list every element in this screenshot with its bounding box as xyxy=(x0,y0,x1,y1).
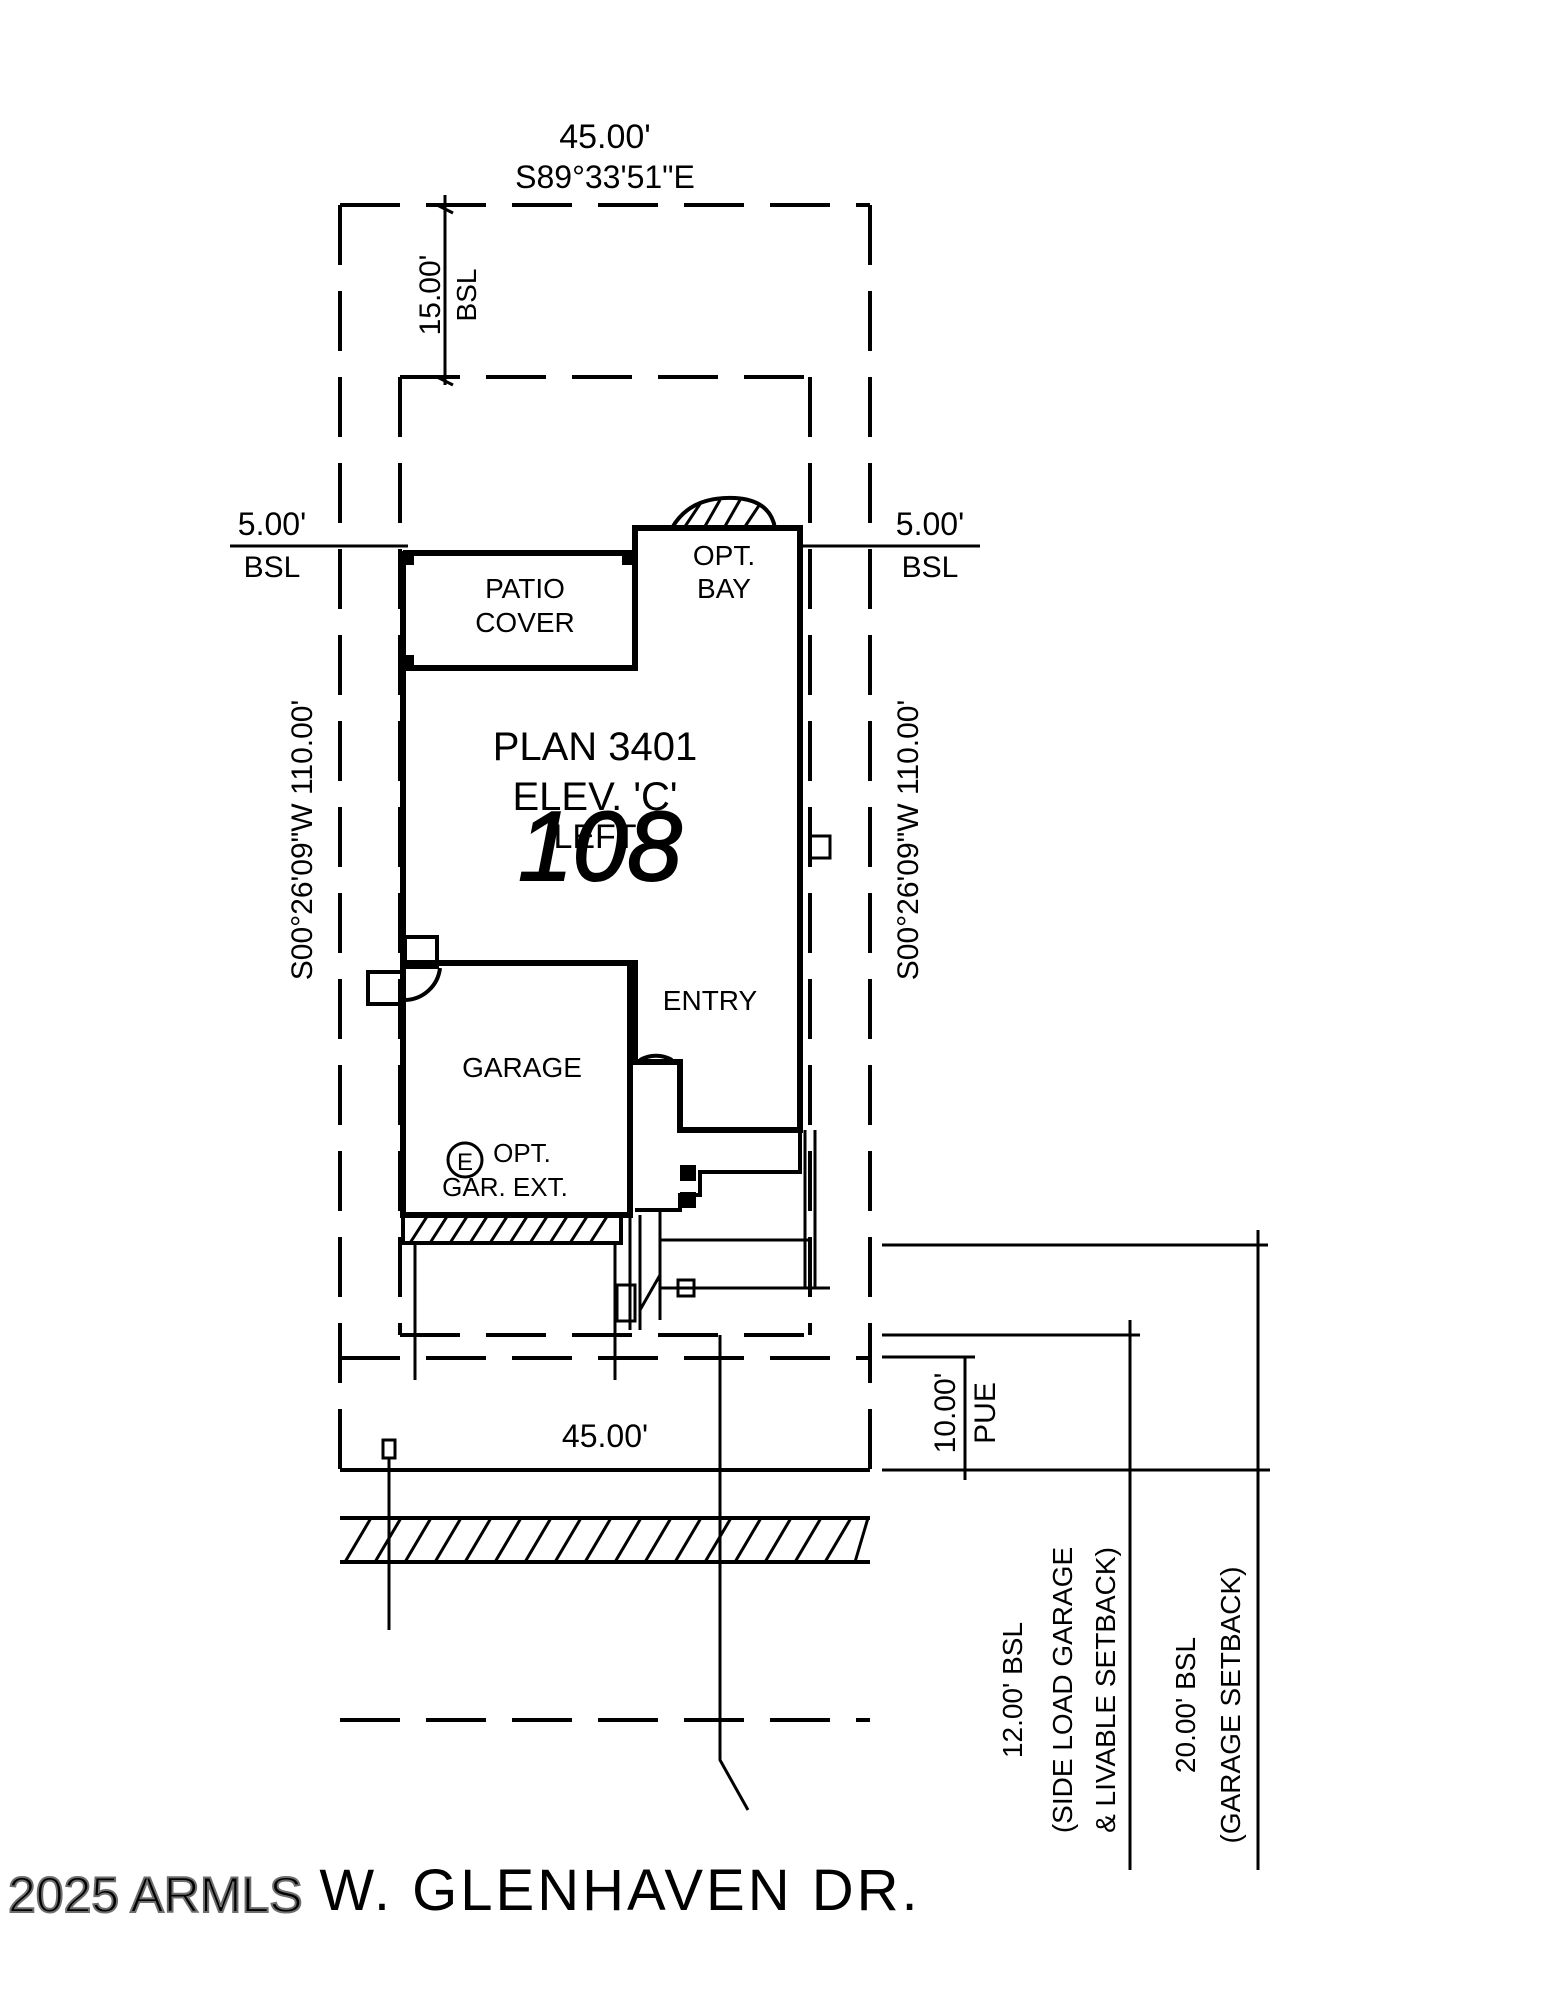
curb-hatch-stroke xyxy=(343,1517,373,1563)
post-1 xyxy=(400,551,414,565)
garage-side-door-swing xyxy=(404,967,442,1002)
utility-box-2 xyxy=(676,1278,696,1298)
curb-hatch-stroke xyxy=(613,1517,643,1563)
left-bearing-label: S00°26'09"W 110.00' xyxy=(286,700,319,980)
rear-setback-tick-bottom xyxy=(436,375,454,387)
gx-hatch-9 xyxy=(568,1214,590,1244)
curb-hatch-stroke xyxy=(433,1517,463,1563)
patio-label-1: PATIO xyxy=(485,573,565,604)
curb-hatch-stroke xyxy=(523,1517,553,1563)
curb-hatch-stroke xyxy=(643,1517,673,1563)
curb-hatch-stroke xyxy=(493,1517,523,1563)
driveway-lines xyxy=(381,1130,830,1811)
curb-hatch xyxy=(340,1516,870,1564)
garage-setback-distance-label: 20.00' BSL xyxy=(1170,1637,1201,1773)
curb-hatch-stroke xyxy=(463,1517,493,1563)
garage-side-door-frame xyxy=(403,935,439,969)
gx-hatch-2 xyxy=(428,1214,450,1244)
garage-extension-outline xyxy=(401,1213,623,1245)
porch-step-outline xyxy=(635,1130,802,1212)
rear-setback-bsl-label: BSL xyxy=(451,269,482,322)
rear-setback-distance-label: 15.00' xyxy=(414,255,447,336)
curb-hatch-stroke xyxy=(403,1517,433,1563)
post-5 xyxy=(680,1192,696,1208)
curb-hatch-stroke xyxy=(763,1517,793,1563)
garage-side-door-step xyxy=(366,970,406,1006)
optional-bay-arc xyxy=(670,495,777,530)
curb-hatch-stroke xyxy=(793,1517,823,1563)
right-setback-distance-label: 5.00' xyxy=(896,506,964,542)
curb-hatch-stroke xyxy=(673,1517,703,1563)
rear-setback-tick-top xyxy=(436,203,454,215)
elevation-label: ELEV. 'C' xyxy=(513,775,678,819)
garage-ext-label-1: OPT. xyxy=(493,1138,551,1168)
side-load-label-2: (SIDE LOAD GARAGE xyxy=(1047,1547,1078,1833)
lot-boundary xyxy=(338,203,872,1472)
garage-label: GARAGE xyxy=(462,1052,582,1083)
bottom-distance-label: 45.00' xyxy=(562,1418,648,1454)
handing-label: LEFT xyxy=(553,818,636,856)
bay-hatch-3 xyxy=(722,499,742,529)
gx-hatch-5 xyxy=(488,1214,510,1244)
bay-hatch-1 xyxy=(682,503,702,529)
left-setback-bsl-label: BSL xyxy=(244,551,301,584)
top-distance-label: 45.00' xyxy=(559,118,651,156)
post-3 xyxy=(400,655,414,669)
post-2 xyxy=(622,551,636,565)
bay-label-1: OPT. xyxy=(693,540,755,571)
gx-hatch-6 xyxy=(508,1214,530,1244)
street-name-label: W. GLENHAVEN DR. xyxy=(319,1858,920,1923)
entry-label: ENTRY xyxy=(663,985,758,1016)
curb-hatch-stroke xyxy=(553,1517,583,1563)
side-load-label-3: & LIVABLE SETBACK) xyxy=(1090,1547,1121,1833)
right-bearing-label: S00°26'09"W 110.00' xyxy=(892,700,925,980)
top-bearing-label: S89°33'51"E xyxy=(515,159,695,195)
pue-distance-label: 10.00' xyxy=(929,1373,962,1454)
curb-hatch-stroke xyxy=(823,1517,853,1563)
post-4 xyxy=(680,1165,696,1181)
walk-line-8 xyxy=(638,1274,662,1311)
entry-door-swing xyxy=(639,1053,673,1062)
meter-box xyxy=(808,834,832,860)
pue-label: PUE xyxy=(969,1382,1002,1444)
watermark-text: 2025 ARMLS xyxy=(8,1867,303,1923)
curb-hatch-strokes xyxy=(343,1517,870,1563)
left-setback-distance-label: 5.00' xyxy=(238,506,306,542)
curb-hatch-stroke xyxy=(733,1517,763,1563)
gx-hatch-1 xyxy=(408,1214,430,1244)
right-setback-bsl-label: BSL xyxy=(902,551,959,584)
house-footprint xyxy=(366,495,832,1218)
patio-cover-outline xyxy=(403,550,638,671)
gx-hatch-3 xyxy=(448,1214,470,1244)
garage-setback-label-2: (GARAGE SETBACK) xyxy=(1215,1567,1246,1844)
living-outline xyxy=(403,525,803,1133)
gx-hatch-4 xyxy=(468,1214,490,1244)
garage-ext-label-2: GAR. EXT. xyxy=(442,1172,568,1202)
bay-hatch-4 xyxy=(742,503,762,529)
lot-number-label: 108 xyxy=(518,791,682,901)
gx-hatch-10 xyxy=(588,1214,610,1244)
patio-label-2: COVER xyxy=(475,607,575,638)
garage-extension-hatch xyxy=(401,1213,623,1245)
electric-symbol-label: E xyxy=(457,1149,473,1176)
utility-box-3 xyxy=(381,1438,397,1460)
utility-line-center xyxy=(718,1335,750,1811)
curb-hatch-stroke xyxy=(853,1517,870,1563)
curb-hatch-stroke xyxy=(583,1517,613,1563)
curb-hatch-stroke xyxy=(703,1517,733,1563)
bay-hatch-2 xyxy=(702,499,722,529)
curb-hatch-stroke xyxy=(373,1517,403,1563)
gx-hatch-7 xyxy=(528,1214,550,1244)
gx-hatch-8 xyxy=(548,1214,570,1244)
electric-outlet-symbol xyxy=(446,1141,484,1179)
bay-label-2: BAY xyxy=(697,573,751,604)
plan-name-label: PLAN 3401 xyxy=(493,725,698,769)
utility-box-1 xyxy=(615,1283,637,1323)
side-load-distance-label: 12.00' BSL xyxy=(997,1622,1028,1758)
